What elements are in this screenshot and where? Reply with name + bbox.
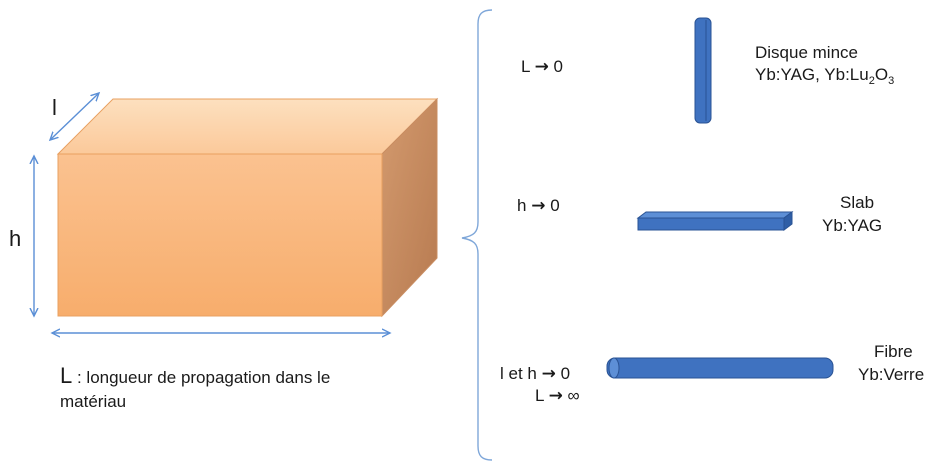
width-dimension-arrow [50, 93, 99, 140]
fiber-material: Yb:Verre [858, 365, 925, 384]
fiber-condition-1-var: l et h [500, 364, 537, 383]
fiber-condition-2-value: ∞ [567, 386, 580, 405]
slab-condition-var: h [517, 196, 527, 215]
fiber-shape [606, 357, 834, 379]
disk-materials: Yb:YAG, Yb:Lu2O3 [755, 65, 894, 91]
gain-medium-box [56, 97, 439, 318]
disk-materials-sub1: 2 [868, 75, 875, 87]
fiber-name: Fibre [874, 342, 913, 361]
fiber-condition-1-arrow: → [541, 364, 556, 384]
slab-condition-value: 0 [550, 196, 560, 215]
disk-materials-b: O [874, 65, 889, 84]
disk-materials-a: Yb:YAG, Yb:Lu [755, 65, 869, 84]
thin-disk-shape [694, 17, 712, 124]
curly-brace [461, 9, 493, 461]
box-top-face [56, 98, 439, 155]
disk-condition-arrow: → [534, 57, 549, 77]
length-caption-symbol: L [60, 363, 73, 388]
disk-condition-var: L [521, 57, 530, 76]
slab-shape [636, 211, 794, 231]
slab-condition: h → 0 [517, 196, 560, 216]
disk-materials-sub2: 3 [888, 75, 895, 87]
disk-condition: L → 0 [521, 57, 563, 77]
length-caption-line1: : longueur de propagation dans le [72, 368, 331, 387]
slab-condition-arrow: → [531, 196, 546, 216]
slab-name: Slab [840, 193, 875, 212]
fiber-condition-2-var: L [535, 386, 544, 405]
width-label: l [52, 95, 57, 120]
height-label: h [9, 226, 22, 251]
disk-condition-value: 0 [553, 57, 564, 76]
fiber-condition-1-value: 0 [560, 364, 571, 383]
length-caption-line2: matériau [60, 392, 127, 411]
fiber-condition-1: l et h → 0 [500, 364, 570, 384]
disk-name: Disque mince [755, 43, 858, 62]
fiber-condition-2: L → ∞ [535, 386, 580, 406]
box-front-face [57, 153, 383, 317]
length-caption: L : longueur de propagation dans le [60, 363, 331, 388]
slab-material: Yb:YAG [822, 216, 883, 235]
fiber-condition-2-arrow: → [548, 386, 563, 406]
